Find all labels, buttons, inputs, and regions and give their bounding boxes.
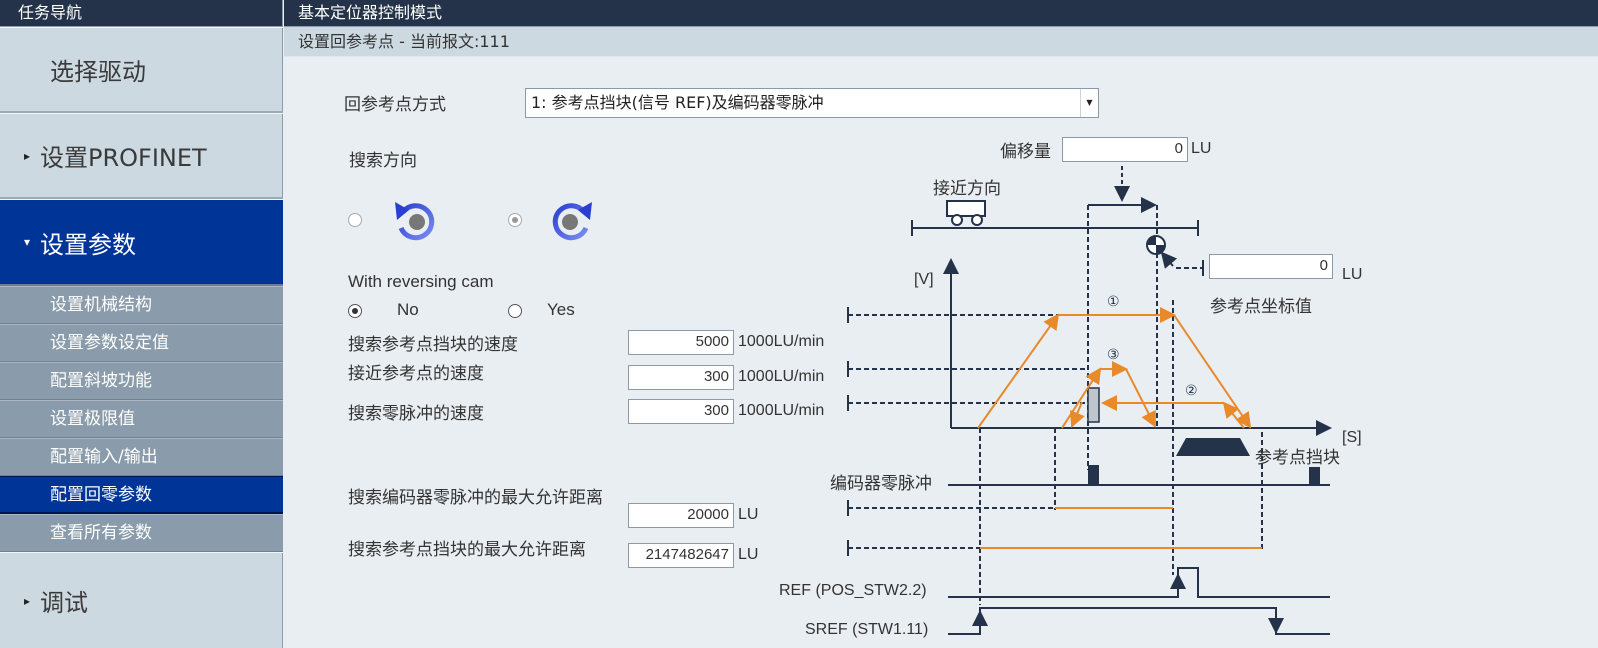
nav-label: 调试 <box>40 589 88 617</box>
s-axis-label: [S] <box>1342 429 1362 446</box>
expand-arrow-icon: ▸ <box>23 593 30 608</box>
offset-label: 偏移量 <box>1000 142 1051 162</box>
speed-cam-input[interactable]: 5000 <box>628 330 734 355</box>
page-subtitle: 设置回参考点 - 当前报文:111 <box>284 27 1598 57</box>
speed-approach-unit: 1000LU/min <box>738 368 825 385</box>
sref-signal <box>948 607 1330 635</box>
max-dist-zero-pulse-input[interactable]: 20000 <box>628 503 734 528</box>
speed-approach-input[interactable]: 300 <box>628 365 734 390</box>
max-dist-cam-label: 搜索参考点挡块的最大允许距离 <box>348 540 586 560</box>
nav-label: 选择驱动 <box>50 58 146 86</box>
phase-1-label: ① <box>1107 294 1120 310</box>
nav-label: 设置参数 <box>40 230 136 259</box>
subnav-homing[interactable]: 配置回零参数 <box>0 476 283 514</box>
offset-input[interactable]: 0 <box>1062 137 1188 162</box>
approach-direction-label: 接近方向 <box>933 179 1001 199</box>
ref-coordinate-input[interactable]: 0 <box>1209 254 1333 279</box>
phase-2-label: ② <box>1185 383 1198 399</box>
reference-cam-shape <box>1176 438 1250 456</box>
homing-mode-value: 1: 参考点挡块(信号 REF)及编码器零脉冲 <box>531 93 824 112</box>
velocity-profile <box>977 307 1262 549</box>
reversing-cam-yes-label: Yes <box>547 300 575 319</box>
reversing-cam-no-label: No <box>397 300 419 319</box>
subnav-mechanics[interactable]: 设置机械结构 <box>0 286 283 324</box>
speed-zero-pulse-label: 搜索零脉冲的速度 <box>348 404 484 424</box>
speed-cam-unit: 1000LU/min <box>738 333 825 350</box>
encoder-zero-pulse-label: 编码器零脉冲 <box>830 474 932 494</box>
speed-zero-pulse-unit: 1000LU/min <box>738 402 825 419</box>
search-direction-label: 搜索方向 <box>349 151 417 171</box>
collapse-arrow-icon: ▾ <box>23 235 30 249</box>
max-dist-cam-unit: LU <box>738 546 759 563</box>
speed-cam-label: 搜索参考点挡块的速度 <box>348 335 518 355</box>
ref-coordinate-label: 参考点坐标值 <box>1210 297 1312 317</box>
homing-mode-select[interactable]: 1: 参考点挡块(信号 REF)及编码器零脉冲 ▼ <box>525 88 1099 118</box>
ref-signal-label: REF (POS_STW2.2) <box>779 582 927 599</box>
nav-select-drive[interactable]: 选择驱动 <box>0 27 283 113</box>
chevron-down-icon[interactable]: ▼ <box>1080 89 1098 117</box>
subnav-all-params[interactable]: 查看所有参数 <box>0 514 283 552</box>
rotate-ccw-icon[interactable] <box>393 198 441 244</box>
cart-icon <box>946 200 986 226</box>
subnav-limits[interactable]: 设置极限值 <box>0 400 283 438</box>
speed-zero-pulse-input[interactable]: 300 <box>628 399 734 424</box>
subnav-io[interactable]: 配置输入/输出 <box>0 438 283 476</box>
phase-3-label: ③ <box>1107 347 1120 363</box>
reference-point-icon <box>1146 235 1178 269</box>
direction-ccw-radio[interactable] <box>348 213 362 227</box>
offset-unit: LU <box>1191 140 1212 157</box>
max-dist-zero-pulse-label: 搜索编码器零脉冲的最大允许距离 <box>348 488 603 508</box>
zero-pulse-2 <box>1309 467 1320 485</box>
nav-label: 设置PROFINET <box>40 144 207 172</box>
nav-setup-parameters[interactable]: ▾ 设置参数 <box>0 199 283 286</box>
ref-cam-label: 参考点挡块 <box>1255 448 1340 468</box>
subnav-ramp[interactable]: 配置斜坡功能 <box>0 362 283 400</box>
nav-commissioning[interactable]: ▸ 调试 <box>0 552 283 648</box>
expand-arrow-icon: ▸ <box>23 148 30 163</box>
rotate-cw-icon[interactable] <box>546 198 594 244</box>
reversing-cam-no-radio[interactable] <box>348 304 362 318</box>
subnav-setpoint[interactable]: 设置参数设定值 <box>0 324 283 362</box>
ref-coordinate-unit: LU <box>1342 266 1363 283</box>
max-dist-cam-input[interactable]: 2147482647 <box>628 543 734 568</box>
sidebar-header: 任务导航 <box>0 0 282 27</box>
reversing-cam-yes-radio[interactable] <box>508 304 522 318</box>
reversing-cam-label: With reversing cam <box>348 272 494 291</box>
max-dist-zero-pulse-unit: LU <box>738 506 759 523</box>
zero-pulse-1 <box>1088 465 1099 485</box>
homing-mode-label: 回参考点方式 <box>344 95 446 115</box>
task-navigation-sidebar: 任务导航 选择驱动 ▸ 设置PROFINET ▾ 设置参数 设置机械结构 设置参… <box>0 0 283 648</box>
v-axis-label: [V] <box>914 271 934 288</box>
nav-setup-profinet[interactable]: ▸ 设置PROFINET <box>0 113 283 199</box>
zero-pulse-window <box>1087 387 1100 423</box>
direction-cw-radio[interactable] <box>508 213 522 227</box>
ref-signal <box>948 567 1330 598</box>
page-title: 基本定位器控制模式 <box>284 0 1598 27</box>
sref-signal-label: SREF (STW1.11) <box>805 621 929 638</box>
speed-approach-label: 接近参考点的速度 <box>348 364 484 384</box>
main-panel: 基本定位器控制模式 设置回参考点 - 当前报文:111 <box>284 0 1598 648</box>
